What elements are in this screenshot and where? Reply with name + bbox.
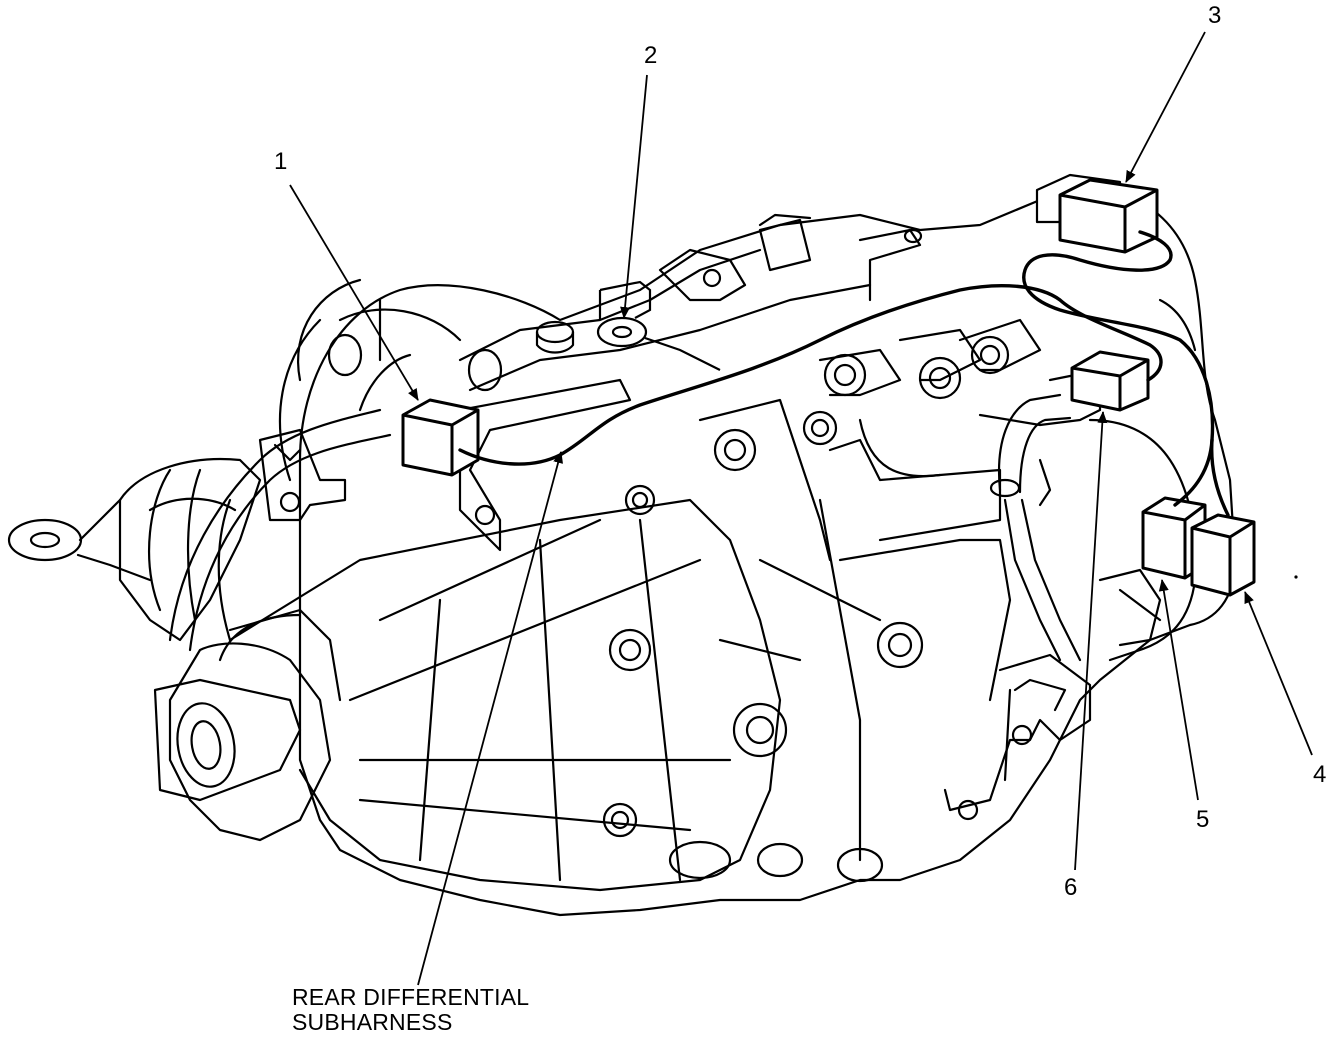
- subharness-wire: [458, 230, 1230, 517]
- connector-1-bracket: [458, 378, 632, 552]
- callout-6: 6: [1064, 874, 1078, 901]
- caption-line-2: SUBHARNESS: [292, 1009, 453, 1035]
- connector-4: [1190, 513, 1256, 597]
- callout-5: 5: [1196, 806, 1210, 833]
- connector-5: [1141, 496, 1207, 580]
- right-lower-bracket: [943, 653, 1092, 821]
- leader-2: [620, 74, 648, 319]
- pinion-nose: [228, 498, 782, 892]
- stray-dot: [1294, 575, 1298, 579]
- leader-1: [289, 184, 419, 401]
- leader-3: [1125, 31, 1206, 183]
- top-ribs: [458, 213, 923, 392]
- leader-subharness: [417, 451, 563, 986]
- leader-lines: [289, 31, 1313, 986]
- left-bracket: [258, 428, 347, 522]
- callout-3: 3: [1208, 2, 1222, 29]
- leader-5: [1158, 579, 1199, 801]
- leader-6: [1074, 411, 1108, 871]
- subharness-caption: REAR DIFFERENTIAL SUBHARNESS: [292, 985, 529, 1035]
- connectors: [401, 173, 1256, 597]
- case-panels: [698, 398, 1012, 862]
- connector-3: [1035, 173, 1159, 254]
- callout-2: 2: [644, 42, 658, 69]
- callout-4: 4: [1313, 761, 1327, 788]
- left-end-cap: [7, 458, 262, 642]
- connector-6: [1070, 350, 1150, 412]
- leader-4: [1244, 591, 1313, 756]
- vent-tube: [168, 298, 412, 652]
- right-bosses: [602, 318, 1042, 883]
- input-flange: [153, 608, 342, 842]
- ground-terminal: [596, 280, 721, 371]
- sensor-tube: [989, 393, 1082, 662]
- caption-line-1: REAR DIFFERENTIAL: [292, 984, 530, 1010]
- connector-1: [401, 398, 480, 477]
- callout-1: 1: [274, 148, 288, 175]
